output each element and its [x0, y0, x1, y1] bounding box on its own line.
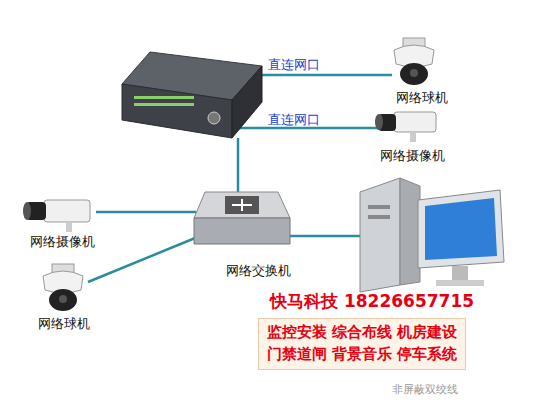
service-box: 监控安装 综合布线 机房建设门禁道闸 背景音乐 停车系统 — [258, 318, 466, 370]
wire — [88, 236, 200, 282]
device-label: 网络交换机 — [226, 264, 291, 279]
dome-camera — [43, 264, 83, 311]
bullet-camera — [23, 200, 90, 232]
device-label: 网络球机 — [396, 91, 448, 106]
dome-camera — [394, 38, 434, 85]
port-label: 直连网口 — [268, 58, 320, 73]
device-label: 网络摄像机 — [30, 235, 95, 250]
port-label: 直连网口 — [268, 113, 320, 128]
nvr-recorder — [122, 52, 262, 138]
service-line: 门禁道闸 背景音乐 停车系统 — [267, 344, 457, 366]
wire — [232, 127, 378, 130]
bullet-camera — [375, 112, 436, 142]
cable-label: 非屏蔽双绞线 — [392, 384, 458, 397]
device-label: 网络球机 — [38, 317, 90, 332]
company-phone: 快马科技 18226657715 — [270, 292, 474, 312]
device-label: 网络摄像机 — [380, 149, 445, 164]
wire — [282, 235, 360, 238]
client-pc — [360, 178, 504, 292]
wire — [96, 211, 196, 214]
network-switch — [194, 192, 290, 244]
service-line: 监控安装 综合布线 机房建设 — [267, 322, 457, 344]
